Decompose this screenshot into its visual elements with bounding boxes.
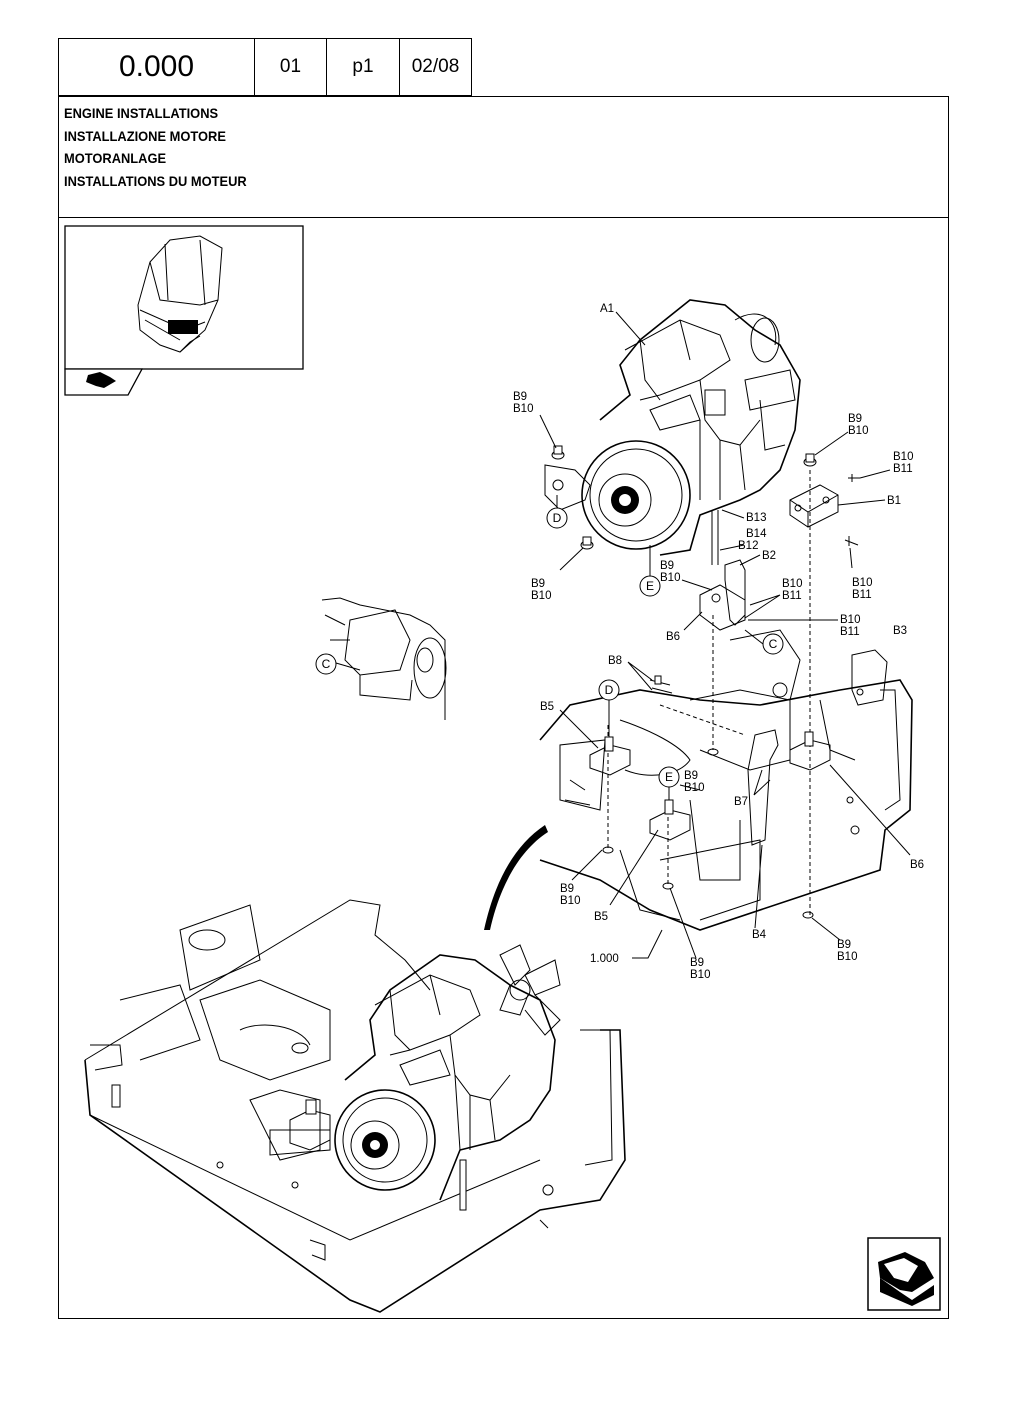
header-date: 02/08 (411, 56, 460, 77)
next-page-arrow-icon[interactable] (867, 1237, 941, 1311)
label-b10-bottom-left: B10 (560, 895, 580, 907)
label-b9-center: B9 (684, 770, 698, 782)
label-b10-top: B10 (893, 451, 913, 463)
label-b9-left-top: B9 (513, 391, 527, 403)
label-b5-bottom: B5 (594, 911, 608, 923)
svg-text:E: E (646, 579, 654, 593)
title-block: ENGINE INSTALLATIONS INSTALLAZIONE MOTOR… (64, 102, 263, 192)
svg-text:C: C (769, 637, 778, 651)
label-b1: B1 (887, 495, 901, 507)
label-b9-right-top: B9 (848, 413, 862, 425)
svg-text:E: E (665, 770, 673, 784)
circle-marker-c-right: C (762, 633, 784, 655)
bolts-top (551, 445, 860, 550)
assembly-lines (607, 470, 811, 915)
full-assembly-bottom (84, 899, 626, 1313)
label-b6-left: B6 (666, 631, 680, 643)
label-b10-bottom-mid: B10 (690, 969, 710, 981)
header-date-cell: 02/08 (399, 38, 472, 96)
label-b13: B13 (746, 512, 766, 524)
svg-text:C: C (322, 657, 331, 671)
label-b10-bottom-right: B10 (837, 951, 857, 963)
label-b10-right-top: B10 (848, 425, 868, 437)
callout-labels: A1 B9 B10 B9 B10 B10 B11 B1 B13 B14 B12 … (513, 303, 924, 981)
leader-lines (335, 311, 911, 959)
label-b10-right: B10 (852, 577, 872, 589)
assembly-arrow (484, 825, 548, 930)
label-b7: B7 (734, 796, 748, 808)
label-b11-top: B11 (893, 463, 913, 475)
circle-marker-c-left: C (315, 653, 337, 675)
label-b10-lower-left: B10 (531, 590, 551, 602)
label-b10-mid-right: B10 (782, 578, 802, 590)
label-b8: B8 (608, 655, 622, 667)
label-b10-mid: B10 (660, 572, 680, 584)
header-page: p1 (352, 56, 374, 77)
title-fr: INSTALLATIONS DU MOTEUR (64, 172, 247, 189)
header-code: 0.000 (118, 50, 195, 83)
label-b9-bottom-mid: B9 (690, 957, 704, 969)
label-b5-top: B5 (540, 701, 554, 713)
svg-text:D: D (553, 511, 562, 525)
bracket-b2 (699, 559, 746, 631)
label-b4: B4 (752, 929, 767, 941)
title-de: MOTORANLAGE (64, 150, 167, 166)
circle-marker-d-top: D (546, 507, 568, 529)
label-b3: B3 (893, 625, 907, 637)
label-b11-mid-right: B11 (782, 590, 802, 602)
engine-assembly-top (544, 299, 801, 565)
bracket-b1 (789, 484, 839, 528)
header-section: 01 (279, 56, 302, 77)
header-code-cell: 0.000 (58, 38, 255, 96)
label-b10-left-top: B10 (513, 403, 533, 415)
circle-marker-e-top: E (639, 575, 661, 597)
label-b2: B2 (762, 550, 776, 562)
label-b11-lower: B11 (840, 626, 860, 638)
label-b9-bottom-right: B9 (837, 939, 851, 951)
machine-thumbnail (64, 225, 304, 396)
label-b12: B12 (738, 540, 758, 552)
base-frame-mid (539, 629, 913, 931)
svg-text:D: D (605, 683, 614, 697)
title-en: ENGINE INSTALLATIONS (64, 105, 219, 121)
title-it: INSTALLAZIONE MOTORE (64, 127, 226, 144)
label-b9-bottom-left: B9 (560, 883, 574, 895)
page-frame (58, 96, 949, 1319)
label-b10-lower: B10 (840, 614, 860, 626)
detail-c-starter (321, 597, 447, 720)
label-b11-right: B11 (852, 589, 872, 601)
circle-marker-e-mid: E (658, 766, 680, 788)
label-ref-1000: 1.000 (590, 953, 619, 965)
label-b10-center: B10 (684, 782, 704, 794)
circle-marker-d-mid: D (598, 679, 620, 701)
label-a1: A1 (600, 303, 614, 315)
label-b14: B14 (746, 528, 767, 540)
label-b9-lower-left: B9 (531, 578, 545, 590)
label-b6-right: B6 (910, 859, 924, 871)
title-separator (58, 217, 949, 218)
label-b9-mid: B9 (660, 560, 674, 572)
